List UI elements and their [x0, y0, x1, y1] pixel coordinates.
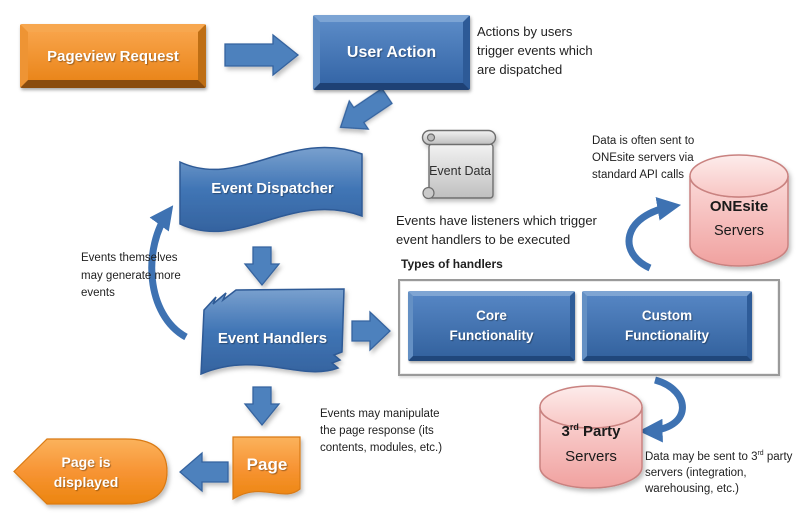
event-dispatcher-shape	[179, 146, 363, 233]
node-core-functionality: Core Functionality	[408, 291, 575, 361]
arrow-dispatcher-to-handlers	[243, 246, 281, 287]
node-custom-functionality: Custom Functionality	[582, 291, 752, 361]
onesite-servers-shape	[689, 154, 789, 267]
node-pageview-request: Pageview Request	[20, 24, 206, 88]
third-party-note-ordinal: rd	[757, 450, 764, 458]
caption-listeners-note: Events have listeners which trigger even…	[396, 213, 597, 247]
arrow-handlers-to-types	[351, 310, 391, 352]
event-handlers-shape	[200, 288, 345, 376]
custom-functionality-label: Custom Functionality	[625, 307, 709, 343]
arrow-handlers-loop-to-dispatcher	[148, 205, 188, 341]
third-party-servers-shape	[539, 385, 643, 489]
arrow-pageview-to-user-action	[224, 33, 300, 77]
caption-onesite-note: Data is often sent to ONEsite servers vi…	[592, 135, 695, 181]
caption-page-note: Events may manipulate the page response …	[320, 408, 443, 454]
arrow-user-action-to-dispatcher	[339, 87, 393, 130]
event-data-scroll-shape	[421, 129, 497, 200]
caption-user-action-note: Actions by users trigger events which ar…	[477, 24, 593, 77]
page-is-displayed-shape	[13, 438, 168, 505]
page-shape	[232, 436, 301, 501]
user-action-label: User Action	[346, 43, 437, 61]
arrow-to-third-party-servers	[638, 376, 686, 443]
caption-loop-note: Events themselves may generate more even…	[81, 252, 181, 299]
caption-third-party-note: Data may be sent to 3rd party servers (i…	[645, 450, 793, 495]
pageview-request-label: Pageview Request	[47, 47, 179, 65]
handlers-group-title: Types of handlers	[401, 257, 503, 271]
arrow-page-to-displayed	[179, 451, 229, 493]
core-functionality-label: Core Functionality	[449, 307, 534, 343]
node-user-action: User Action	[313, 15, 470, 90]
arrow-to-onesite-servers	[625, 197, 682, 272]
arrow-handlers-to-page	[243, 386, 281, 427]
